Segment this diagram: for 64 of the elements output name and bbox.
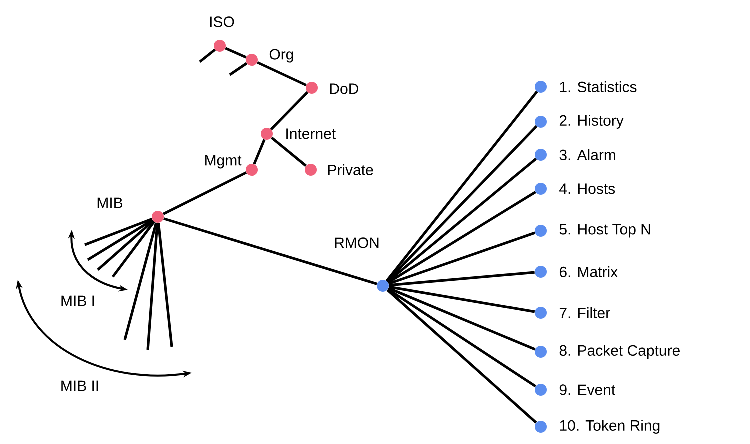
tree-node: 4. Hosts <box>535 183 616 195</box>
tree-node: Internet <box>261 128 336 140</box>
branch-line <box>146 223 159 350</box>
branch-line <box>199 48 216 64</box>
tree-node: 6. Matrix <box>535 266 618 278</box>
tree-node: 7. Filter <box>535 307 610 319</box>
branch-line <box>386 126 538 282</box>
node-label: Mgmt <box>206 155 242 169</box>
node-label: ISO <box>210 16 234 28</box>
branch-line <box>270 92 309 130</box>
branch-line <box>388 287 536 351</box>
branch-line <box>164 218 378 286</box>
tree-node: Mgmt <box>206 155 258 176</box>
branch-line <box>253 139 266 165</box>
tree-node: 1. Statistics <box>535 81 637 93</box>
node-label: Org <box>270 49 294 63</box>
branch-line <box>97 220 154 271</box>
branch-line <box>388 232 536 286</box>
tree-node: 5. Host Top N <box>535 224 650 238</box>
node-label: 3. Alarm <box>560 149 616 160</box>
tree-node: Private <box>305 164 374 176</box>
branch-line <box>389 271 535 287</box>
group-label: MIB I <box>62 296 94 306</box>
node-label: RMON <box>335 238 379 248</box>
branch-line <box>229 62 248 76</box>
node-label: 9. Event <box>560 384 616 396</box>
branch-line <box>386 158 538 284</box>
node-label: Private <box>328 164 374 176</box>
branch-line <box>162 172 248 216</box>
branch-line <box>270 136 308 168</box>
node-label: MIB <box>98 198 123 208</box>
tree-node: 9. Event <box>535 384 616 396</box>
tree-node: Org <box>246 49 294 66</box>
node-label: Internet <box>286 128 336 140</box>
tree-node: 3. Alarm <box>535 149 616 161</box>
branch-line <box>388 286 536 314</box>
branch-line <box>124 222 158 340</box>
tree-node: MIB <box>98 198 164 223</box>
branch-line <box>388 191 536 284</box>
node-label: 10. Token Ring <box>560 420 660 434</box>
tree-node: DoD <box>306 82 358 94</box>
branch-line <box>84 218 153 246</box>
tree-node: 2. History <box>535 115 624 129</box>
branch-line <box>386 289 538 424</box>
tree-node: RMON <box>335 238 389 292</box>
tree-node: ISO <box>210 16 234 52</box>
node-label: DoD <box>330 84 358 94</box>
tree-node: 10. Token Ring <box>535 420 660 434</box>
branch-line <box>225 47 247 59</box>
node-label: 6. Matrix <box>560 266 618 278</box>
node-label: 7. Filter <box>560 307 610 318</box>
branch-line <box>257 61 307 87</box>
tree-node: 8. Packet Capture <box>535 345 680 359</box>
branch-line <box>87 219 154 262</box>
group-label: MIB II <box>62 380 98 392</box>
node-label: 2. History <box>560 115 624 129</box>
node-label: 8. Packet Capture <box>560 345 680 359</box>
branch-line <box>387 288 537 388</box>
branch-line <box>386 91 538 282</box>
node-label: 1. Statistics <box>560 81 637 92</box>
branch-line <box>157 223 174 348</box>
node-label: 4. Hosts <box>560 184 616 194</box>
branch-line <box>112 221 156 278</box>
node-label: 5. Host Top N <box>560 224 650 238</box>
